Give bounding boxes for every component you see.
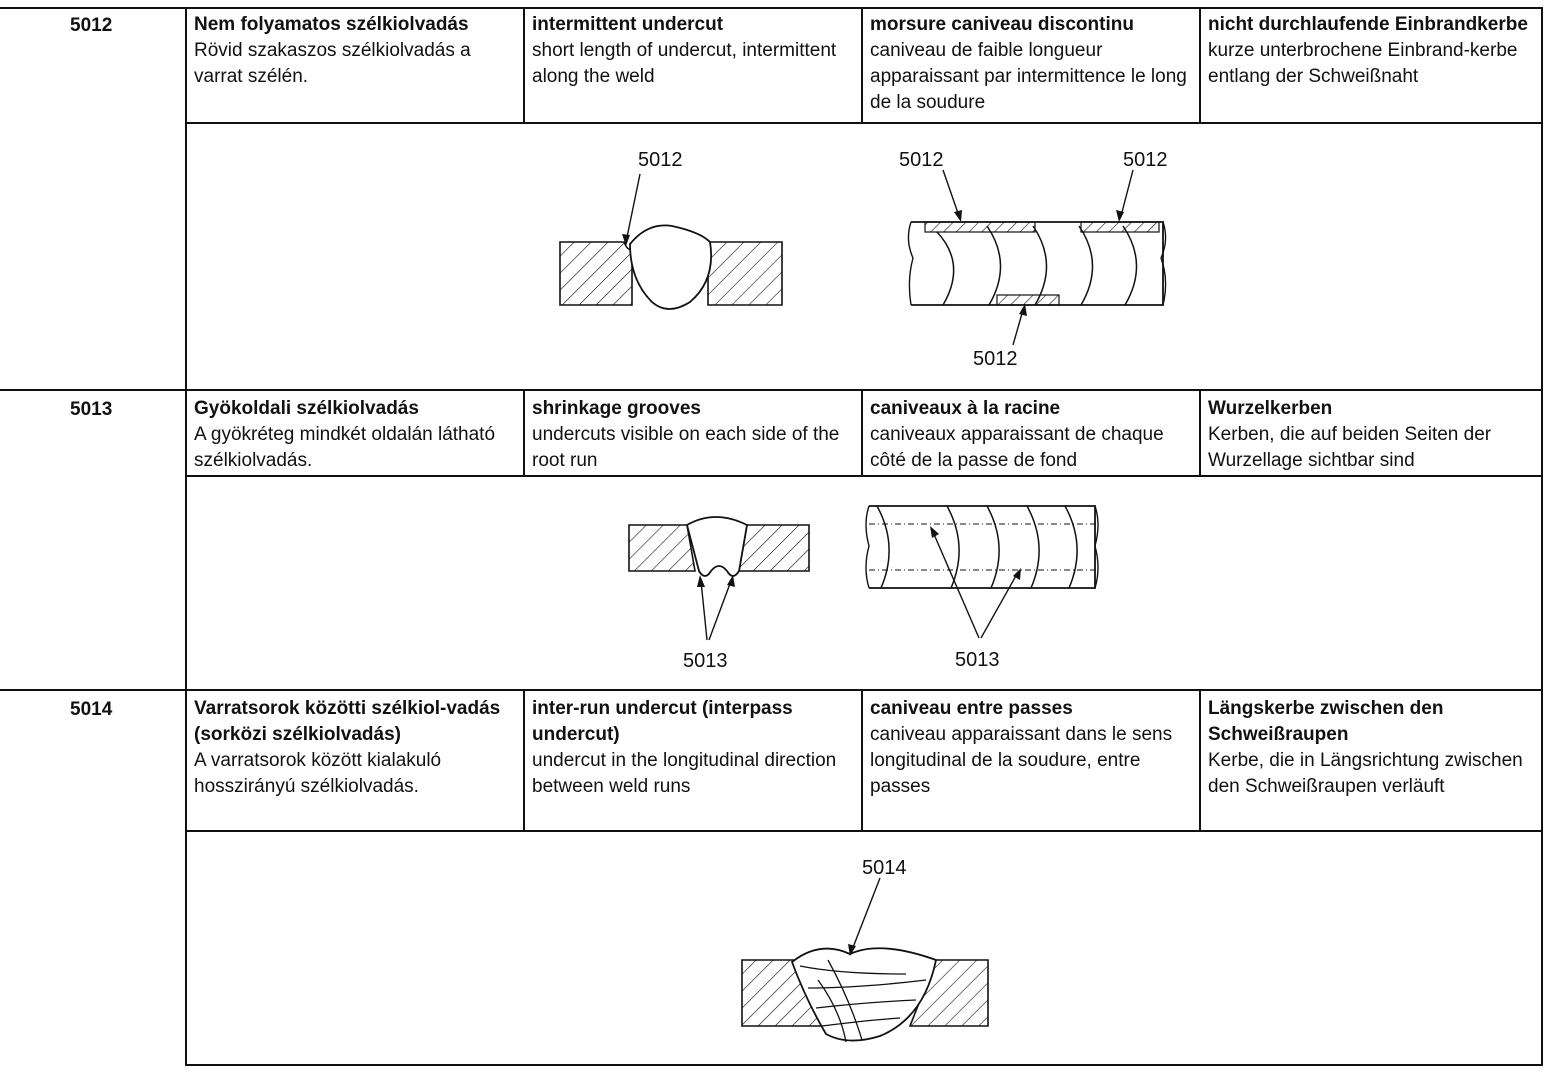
term-description: A gyökréteg mindkét oldalán látható szél…: [194, 424, 496, 471]
row-divider-5014: [0, 689, 1543, 691]
col-divider: [861, 389, 863, 476]
cell-hungarian: Nem folyamatos szélkiolvadás Rövid szaka…: [194, 12, 519, 90]
term-description: caniveau apparaissant dans le sens longi…: [870, 724, 1173, 797]
row-5013-header-divider: [185, 475, 1543, 477]
term-description: short length of undercut, intermittent a…: [532, 40, 837, 87]
figure-label: 5013: [683, 650, 728, 672]
term-title: caniveau entre passes: [870, 698, 1073, 719]
figure-label: 5012: [973, 348, 1018, 370]
col-divider: [523, 689, 525, 831]
term-title: Wurzelkerben: [1208, 398, 1333, 419]
cell-english: intermittent undercut short length of un…: [532, 12, 857, 90]
figure-5013-cross-section: 5013: [628, 516, 810, 672]
term-title: intermittent undercut: [532, 14, 724, 35]
col-divider: [1199, 689, 1201, 831]
row-5012-header-divider: [185, 122, 1543, 124]
defect-code: 5012: [70, 15, 113, 36]
cell-german: nicht durchlaufende Einbrandkerbe kurze …: [1208, 12, 1533, 90]
defect-code: 5014: [70, 699, 113, 720]
table-border-bottom: [185, 1064, 1543, 1066]
term-title: Nem folyamatos szélkiolvadás: [194, 14, 469, 35]
code-column-divider: [185, 7, 187, 1066]
term-title: inter-run undercut (interpass undercut): [532, 698, 793, 745]
col-divider: [523, 7, 525, 123]
term-description: Kerbe, die in Längsrichtung zwischen den…: [1208, 750, 1523, 797]
term-title: shrinkage grooves: [532, 398, 701, 419]
figure-label: 5013: [955, 649, 1000, 671]
figure-label: 5012: [899, 149, 944, 171]
figure-5012-cross-section: 5012: [559, 149, 783, 310]
table-border-top: [0, 7, 1543, 9]
defect-code: 5013: [70, 399, 113, 420]
figure-label: 5012: [1123, 149, 1168, 171]
term-description: Rövid szakaszos szélkiolvadás a varrat s…: [194, 40, 471, 87]
col-divider: [523, 389, 525, 476]
cell-hungarian: Varratsorok közötti szélkiol-vadás (sork…: [194, 696, 519, 800]
figure-label: 5012: [638, 149, 683, 171]
cell-english: shrinkage grooves undercuts visible on e…: [532, 396, 857, 474]
row-5014-header-divider: [185, 830, 1543, 832]
col-divider: [1199, 7, 1201, 123]
term-description: A varratsorok között kialakuló hosszirán…: [194, 750, 442, 797]
term-description: undercut in the longitudinal direction b…: [532, 750, 837, 797]
term-title: morsure caniveau discontinu: [870, 14, 1134, 35]
col-divider: [861, 7, 863, 123]
term-description: caniveaux apparaissant de chaque côté de…: [870, 424, 1164, 471]
figure-5013-longitudinal: 5013: [865, 505, 1099, 671]
term-description: undercuts visible on each side of the ro…: [532, 424, 840, 471]
table-border-right: [1541, 7, 1543, 1066]
figure-5012-longitudinal: 5012 5012 5012: [899, 149, 1168, 370]
figure-5014-cross-section: 5014: [741, 857, 989, 1043]
term-description: kurze unterbrochene Einbrand-kerbe entla…: [1208, 40, 1518, 87]
cell-french: caniveaux à la racine caniveaux apparais…: [870, 396, 1195, 474]
col-divider: [1199, 389, 1201, 476]
term-title: caniveaux à la racine: [870, 398, 1061, 419]
cell-french: morsure caniveau discontinu caniveau de …: [870, 12, 1195, 116]
col-divider: [861, 689, 863, 831]
cell-german: Wurzelkerben Kerben, die auf beiden Seit…: [1208, 396, 1533, 474]
term-description: Kerben, die auf beiden Seiten der Wurzel…: [1208, 424, 1492, 471]
cell-hungarian: Gyökoldali szélkiolvadás A gyökréteg min…: [194, 396, 519, 474]
cell-english: inter-run undercut (interpass undercut) …: [532, 696, 857, 800]
cell-german: Längskerbe zwischen den Schweißraupen Ke…: [1208, 696, 1533, 800]
cell-french: caniveau entre passes caniveau apparaiss…: [870, 696, 1195, 800]
term-description: caniveau de faible longueur apparaissant…: [870, 40, 1187, 113]
term-title: Gyökoldali szélkiolvadás: [194, 398, 419, 419]
term-title: nicht durchlaufende Einbrandkerbe: [1208, 14, 1528, 35]
term-title: Varratsorok közötti szélkiol-vadás (sork…: [194, 698, 501, 745]
row-divider-5013: [0, 389, 1543, 391]
term-title: Längskerbe zwischen den Schweißraupen: [1208, 698, 1444, 745]
figure-label: 5014: [862, 857, 907, 879]
